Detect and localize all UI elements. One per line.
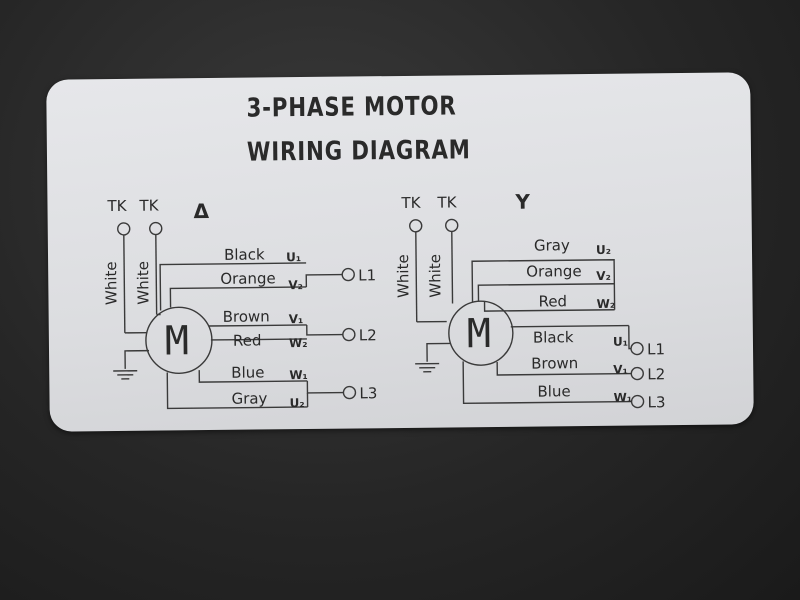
wye-motor-label: M bbox=[467, 311, 492, 357]
wye-term-u2: U₂ bbox=[596, 243, 611, 257]
delta-wire-orange: Orange bbox=[220, 269, 276, 288]
wye-white-label-2: White bbox=[426, 254, 444, 298]
wye-wire-orange: Orange bbox=[526, 262, 582, 281]
delta-wire-brown: Brown bbox=[223, 307, 270, 325]
delta-line-l1: L1 bbox=[358, 266, 376, 284]
wye-line-l1: L1 bbox=[647, 340, 665, 358]
wye-wire-blue: Blue bbox=[537, 382, 570, 400]
delta-tk2-terminal bbox=[149, 221, 163, 236]
wye-wire-red: Red bbox=[538, 292, 567, 310]
delta-line-l3: L3 bbox=[359, 384, 377, 402]
wye-wire-brown: Brown bbox=[531, 354, 578, 372]
wye-term-v2: V₂ bbox=[596, 269, 611, 283]
wiring-diagram: TK TK Δ White White M Black U₁ Orange V₂… bbox=[102, 190, 666, 412]
delta-term-w1: W₁ bbox=[289, 368, 308, 382]
delta-tk1-terminal bbox=[117, 222, 131, 236]
wye-line-l3: L3 bbox=[647, 393, 665, 411]
wiring-label: 3-PHASE MOTOR WIRING DIAGRAM bbox=[46, 72, 754, 432]
delta-term-u2: U₂ bbox=[290, 396, 305, 410]
wye-tk2-terminal bbox=[445, 218, 459, 233]
delta-line-l2: L2 bbox=[359, 326, 377, 344]
delta-white-label-1: White bbox=[102, 261, 120, 305]
delta-wire-black: Black bbox=[224, 245, 265, 263]
wye-term-v1: V₁ bbox=[613, 363, 628, 377]
delta-wire-red: Red bbox=[233, 331, 262, 349]
delta-term-v2: V₂ bbox=[288, 278, 303, 292]
delta-motor-label: M bbox=[165, 318, 190, 364]
delta-term-u1: U₁ bbox=[286, 250, 301, 264]
delta-wire-blue: Blue bbox=[231, 363, 264, 381]
wye-tk2-label: TK bbox=[436, 193, 457, 211]
wye-wire-black: Black bbox=[533, 328, 574, 346]
wye-term-w2: W₂ bbox=[596, 297, 615, 311]
wye-tk1-label: TK bbox=[400, 194, 421, 212]
delta-wire-gray: Gray bbox=[231, 389, 267, 407]
wye-tk1-terminal bbox=[409, 219, 423, 233]
wye-wire-gray: Gray bbox=[534, 236, 570, 254]
delta-term-v1: V₁ bbox=[289, 312, 304, 326]
wye-white-label-1: White bbox=[394, 254, 412, 298]
delta-symbol: Δ bbox=[193, 199, 209, 223]
wye-term-w1: W₁ bbox=[613, 391, 632, 405]
delta-term-w2: W₂ bbox=[289, 336, 308, 350]
delta-tk1-label: TK bbox=[106, 197, 127, 215]
wye-line-l2: L2 bbox=[647, 365, 665, 383]
delta-tk2-label: TK bbox=[138, 197, 159, 215]
wye-motor bbox=[448, 300, 514, 366]
delta-white-label-2: White bbox=[134, 261, 152, 305]
wye-symbol: Y bbox=[514, 190, 530, 214]
wye-term-u1: U₁ bbox=[613, 335, 628, 349]
